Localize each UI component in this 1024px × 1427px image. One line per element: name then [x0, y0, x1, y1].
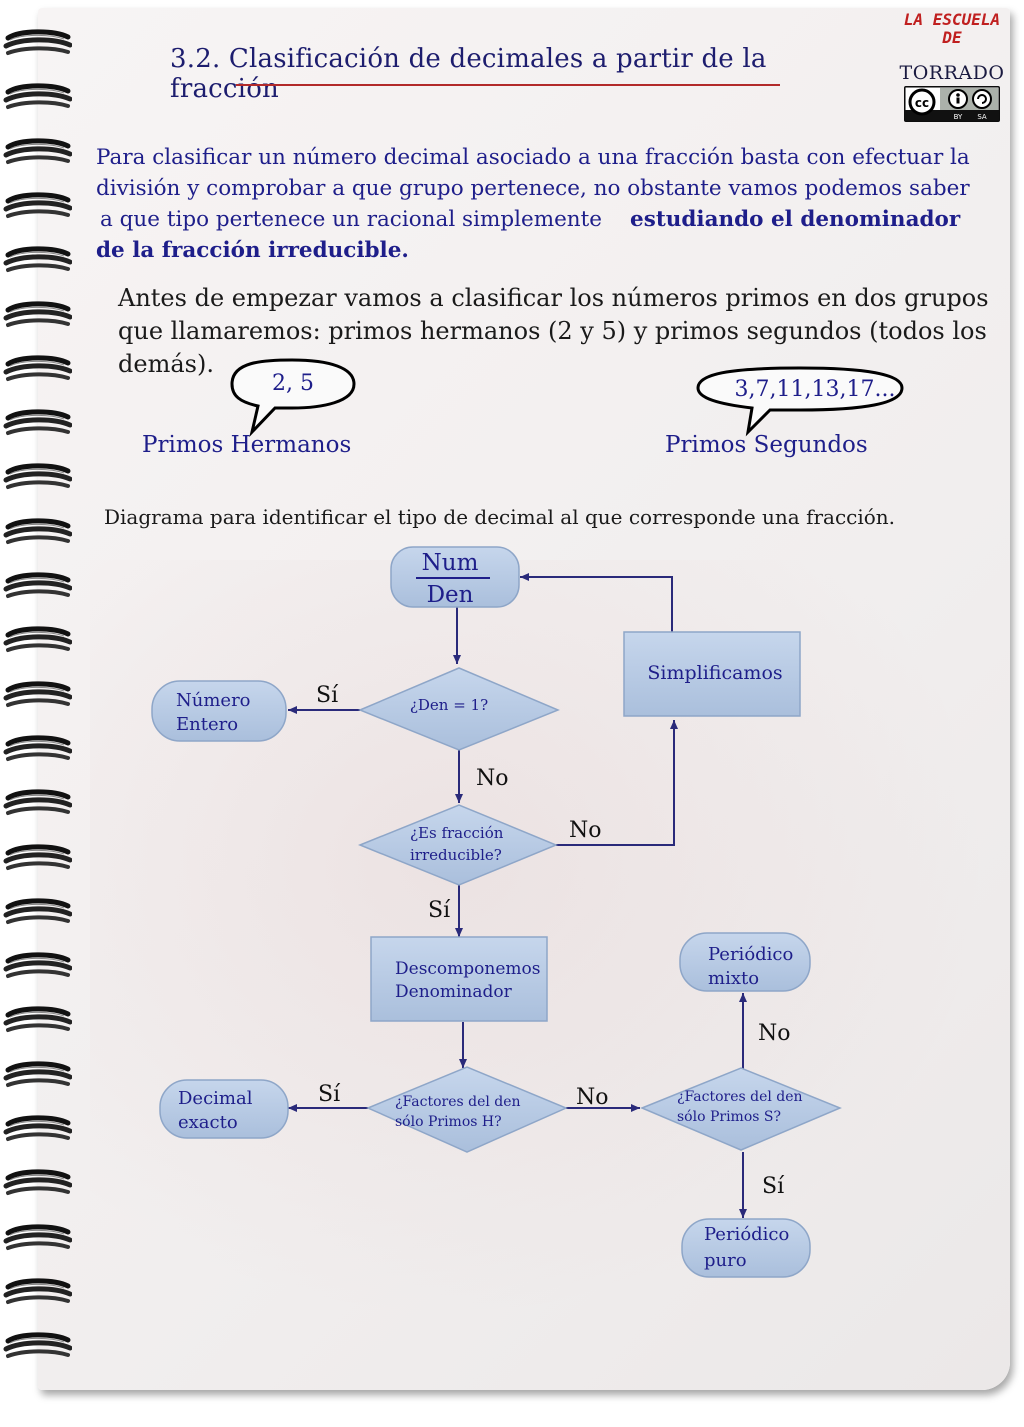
node-fraction: Num Den [391, 547, 519, 608]
label-no-irreducible: No [569, 818, 602, 843]
label-no-s: No [758, 1021, 791, 1046]
decision-primos-h: ¿Factores del den sólo Primos H? [368, 1067, 566, 1152]
svg-text:Periódico: Periódico [708, 944, 793, 965]
svg-text:irreducible?: irreducible? [410, 846, 502, 864]
svg-text:Num: Num [422, 550, 479, 576]
label-no-den: No [476, 766, 509, 791]
node-mixed-periodic: Periódico mixto [680, 933, 810, 991]
svg-text:exacto: exacto [178, 1112, 238, 1133]
svg-text:Denominador: Denominador [395, 982, 513, 1002]
svg-text:Periódico: Periódico [704, 1224, 789, 1245]
svg-text:Decimal: Decimal [178, 1088, 253, 1109]
svg-text:Número: Número [176, 690, 251, 711]
svg-text:¿Es fracción: ¿Es fracción [410, 824, 504, 842]
node-exact-decimal: Decimal exacto [160, 1080, 288, 1138]
label-yes-s: Sí [762, 1174, 785, 1199]
svg-text:Den: Den [427, 582, 474, 608]
svg-text:Entero: Entero [176, 714, 238, 735]
decision-primos-s: ¿Factores del den sólo Primos S? [642, 1068, 840, 1150]
label-yes-exact: Sí [318, 1082, 341, 1107]
svg-text:Descomponemos: Descomponemos [395, 959, 541, 979]
node-simplify: Simplificamos [624, 632, 800, 716]
svg-text:mixto: mixto [708, 968, 759, 989]
label-yes-irreducible: Sí [428, 898, 451, 923]
decision-irreducible: ¿Es fracción irreducible? [360, 805, 556, 885]
label-yes-integer: Sí [316, 683, 339, 708]
svg-text:sólo Primos S?: sólo Primos S? [677, 1109, 781, 1125]
decision-den-equals-one: ¿Den = 1? [360, 668, 558, 750]
node-integer: Número Entero [152, 681, 286, 741]
node-decompose: Descomponemos Denominador [371, 937, 547, 1021]
svg-text:Simplificamos: Simplificamos [647, 662, 782, 684]
label-no-h: No [576, 1085, 609, 1110]
svg-text:¿Factores del den: ¿Factores del den [677, 1089, 803, 1105]
node-pure-periodic: Periódico puro [682, 1219, 810, 1277]
svg-text:sólo Primos H?: sólo Primos H? [395, 1114, 502, 1130]
svg-text:¿Factores del den: ¿Factores del den [395, 1094, 521, 1110]
svg-text:puro: puro [704, 1250, 747, 1271]
svg-text:¿Den = 1?: ¿Den = 1? [410, 696, 488, 714]
